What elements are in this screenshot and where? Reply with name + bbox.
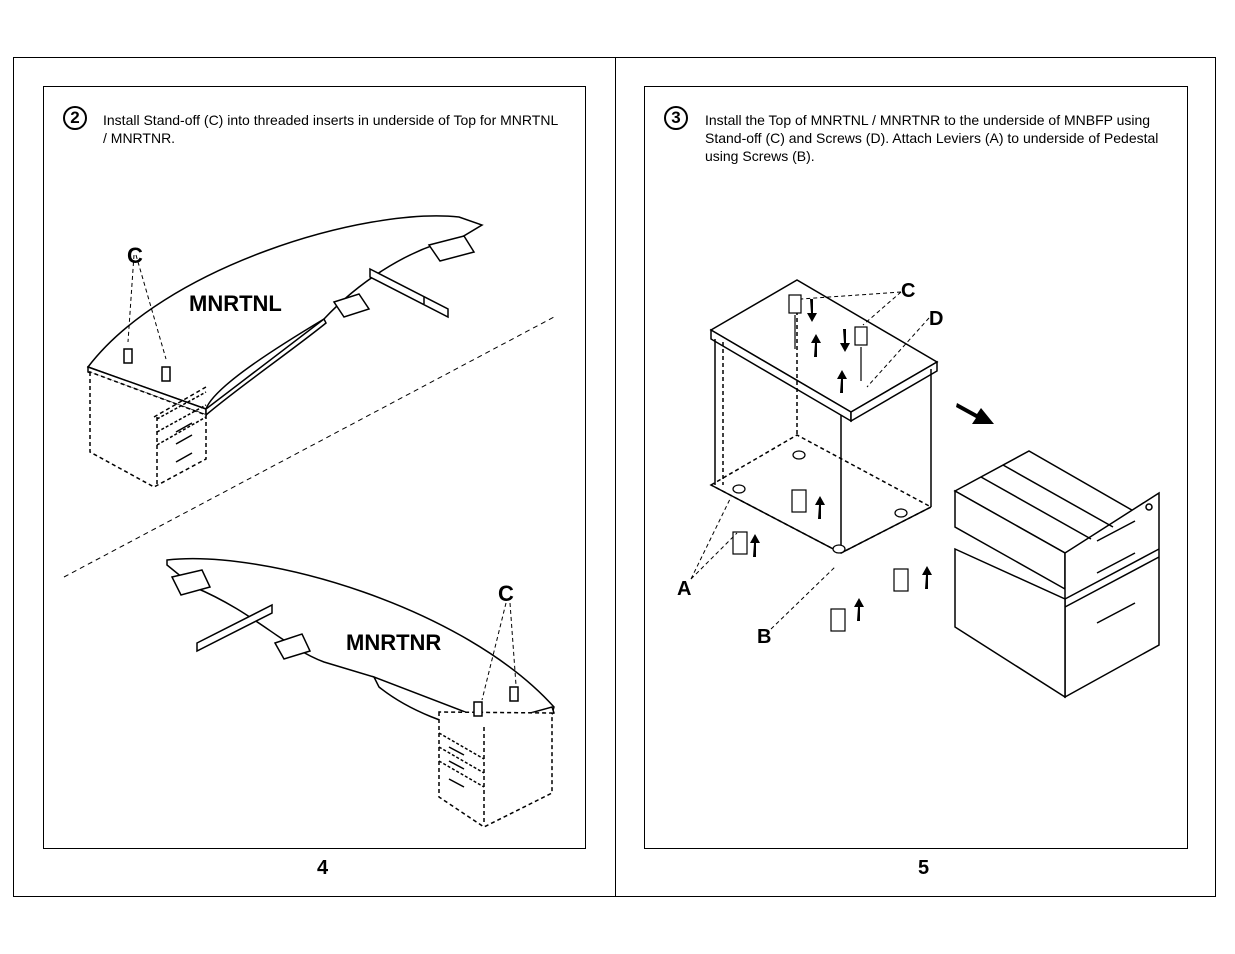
mnrtnr-label: MNRTNR bbox=[346, 630, 441, 655]
pedestal-frame bbox=[709, 279, 939, 554]
separator-line bbox=[63, 316, 555, 578]
page-number-right: 5 bbox=[918, 857, 930, 879]
step-3-panel: 3 Install the Top of MNRTNL / MNRTNR to … bbox=[644, 86, 1188, 849]
callout-a: A bbox=[677, 578, 691, 600]
manual-sheet bbox=[13, 57, 1216, 897]
stand-off-install-diagram: MNRTNL MNRTNR C C bbox=[63, 215, 555, 828]
step-instruction: Install Stand-off (C) into threaded inse… bbox=[103, 112, 558, 146]
callout-c-top: C bbox=[127, 243, 143, 268]
direction-arrows bbox=[750, 299, 994, 621]
callout-c-bottom: C bbox=[498, 581, 514, 606]
callout-b: B bbox=[757, 626, 771, 648]
callout-c: C bbox=[901, 280, 915, 302]
step-number-badge: 3 bbox=[664, 106, 688, 130]
step-2-panel: 2 Install Stand-off (C) into threaded in… bbox=[43, 86, 586, 849]
desk-top-mnrtnl bbox=[86, 215, 484, 488]
step-number-badge: 2 bbox=[63, 106, 87, 130]
callout-leaders bbox=[690, 291, 930, 630]
page-divider bbox=[615, 57, 616, 897]
pedestal-assembly-diagram: C D A B bbox=[677, 279, 1160, 699]
mnrtnl-label: MNRTNL bbox=[189, 291, 282, 316]
fasteners bbox=[732, 294, 909, 632]
page-number-left: 4 bbox=[317, 857, 329, 879]
desk-top-mnrtnr bbox=[166, 557, 555, 828]
callout-d: D bbox=[929, 308, 943, 330]
drawer-pedestal bbox=[953, 450, 1160, 699]
step-instruction: Install the Top of MNRTNL / MNRTNR to th… bbox=[705, 112, 1159, 164]
